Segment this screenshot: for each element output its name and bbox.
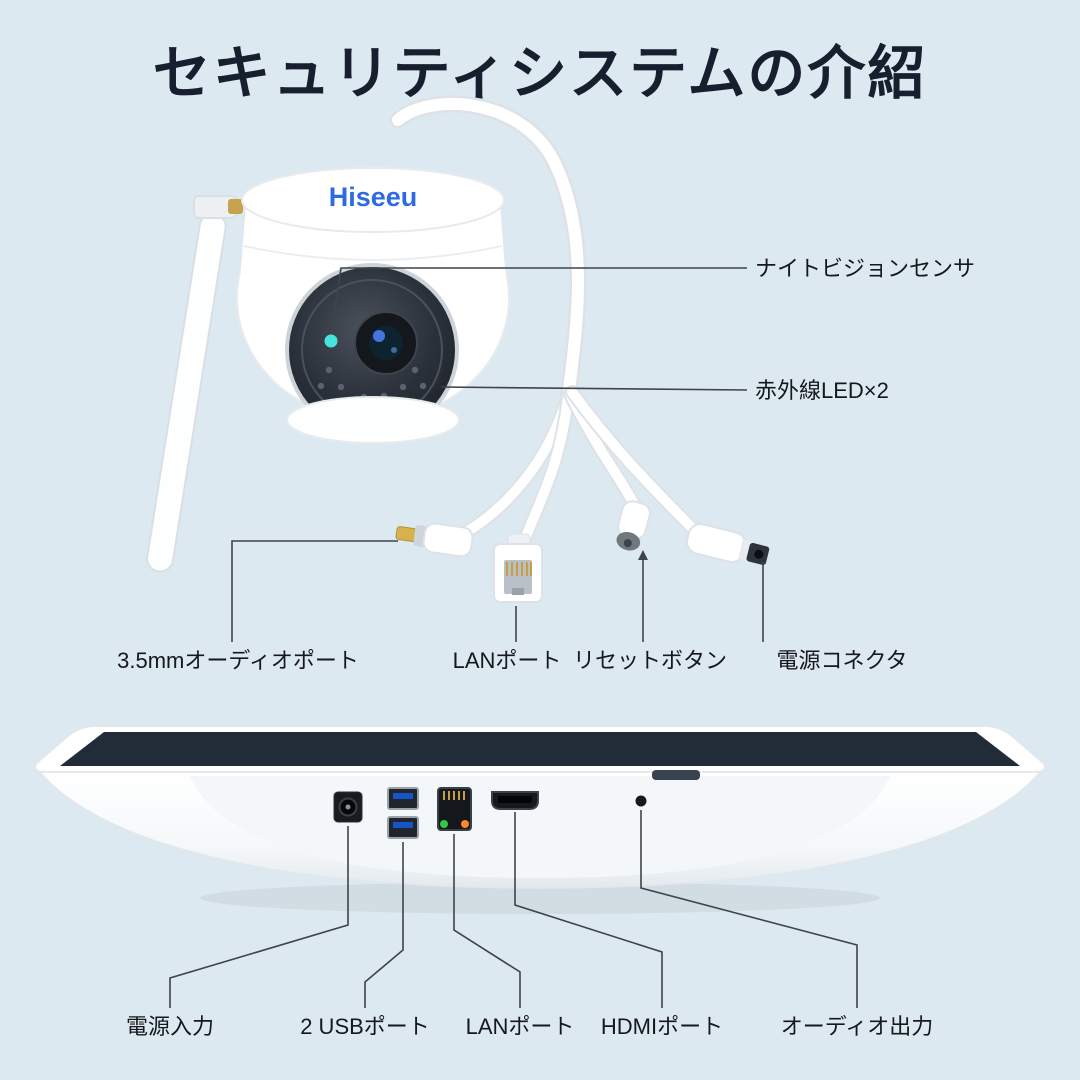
- label-reset-button: リセットボタン: [572, 648, 728, 673]
- reset-arrowhead: [638, 550, 648, 560]
- monitor-port-panel: [190, 776, 890, 878]
- line-ir-led: [440, 386, 748, 391]
- line-night-vision: [330, 267, 747, 335]
- hdmi-port: [491, 791, 539, 810]
- label-lan-port-camera: LANポート: [452, 648, 562, 673]
- label-usb-ports: 2 USBポート: [300, 1014, 430, 1039]
- line-usb-ports: [364, 842, 404, 1008]
- label-infrared-led: 赤外線LED×2: [755, 378, 889, 403]
- power-input-port: [333, 791, 363, 823]
- wifi-antenna: [146, 195, 243, 573]
- label-hdmi-port: HDMIポート: [600, 1014, 724, 1039]
- camera-illustration: Hiseeu: [146, 95, 770, 603]
- monitor-ports: [333, 787, 647, 839]
- label-audio-output: オーディオ出力: [780, 1014, 934, 1039]
- camera-lens: [354, 311, 418, 375]
- line-lan-port-monitor: [453, 834, 521, 1008]
- label-audio-port-35mm: 3.5mmオーディオポート: [117, 648, 359, 673]
- night-vision-sensor-dot: [324, 334, 338, 348]
- label-power-input: 電源入力: [125, 1014, 215, 1039]
- brand-logo: Hiseeu: [329, 182, 418, 212]
- line-hdmi-port: [514, 812, 663, 1008]
- line-audio-port: [231, 540, 398, 642]
- audio-output-hole: [635, 795, 647, 807]
- monitor-screen: [60, 732, 1020, 766]
- reset-button-connector: [616, 500, 651, 551]
- power-connector: [686, 523, 770, 565]
- label-power-connector: 電源コネクタ: [776, 648, 908, 673]
- page-title: セキュリティシステムの介紹: [152, 41, 928, 106]
- line-audio-output: [640, 810, 858, 1008]
- label-night-vision-sensor: ナイトビジョンセンサ: [755, 256, 976, 281]
- camera-cable: [389, 95, 699, 549]
- lan-connector: [493, 533, 543, 603]
- camera-bottom-lip: [286, 396, 460, 444]
- lan-port-monitor: [437, 787, 472, 831]
- callout-lines: [169, 267, 858, 1008]
- label-lan-port-monitor: LANポート: [465, 1014, 575, 1039]
- usb-ports: [387, 787, 419, 839]
- line-power-input: [169, 826, 349, 1008]
- audio-jack-connector: [395, 522, 474, 558]
- stand-notch: [652, 770, 700, 780]
- monitor-illustration: [34, 725, 1046, 914]
